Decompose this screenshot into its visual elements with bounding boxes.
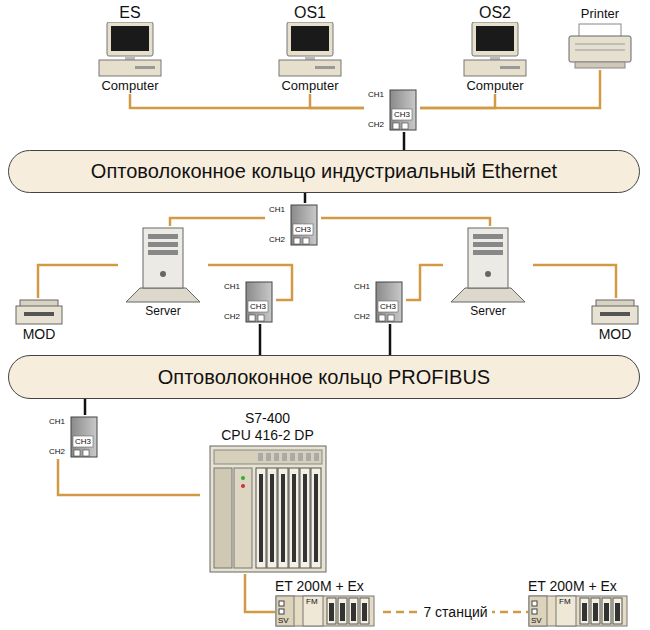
computer-name: OS1 <box>294 4 326 22</box>
plc-rack-icon <box>208 444 328 574</box>
channel-label: CH1 <box>354 282 370 292</box>
station-modules: FM SV <box>528 595 628 627</box>
network-cable <box>406 265 443 300</box>
channel-label: CH1 <box>368 90 384 100</box>
module-label: FM <box>306 597 318 607</box>
plc-node: S7-400CPU 416-2 DP <box>200 410 335 574</box>
channel-label: CH2 <box>49 447 65 457</box>
computer-icon <box>275 22 345 78</box>
network-cable <box>38 265 118 298</box>
server-node: Server <box>443 226 533 319</box>
optical-link-module: CH1CH3CH2 <box>350 280 406 324</box>
printer-node: Printer <box>562 6 638 70</box>
server-label: Server <box>145 304 180 319</box>
module-label: FM <box>559 597 571 607</box>
computer-icon <box>460 22 530 78</box>
channel-label: CH2 <box>368 120 384 130</box>
mod-label: MOD <box>599 326 632 343</box>
channel-label: CH2 <box>224 312 240 322</box>
optical-link-module: CH1CH3CH2 <box>45 415 101 459</box>
fiber-link <box>84 399 87 415</box>
network-cable <box>58 459 200 495</box>
channel-label: CH2 <box>354 312 370 322</box>
computer-label: Computer <box>101 78 158 94</box>
printer-icon <box>565 22 635 70</box>
network-cable <box>130 94 364 108</box>
plc-name: S7-400 <box>245 410 290 427</box>
remote-io-station: ET 200M + Ex FM SV <box>528 578 644 627</box>
mod-label: MOD <box>23 326 56 343</box>
optical-link-module: CH1CH3CH2 <box>220 280 276 324</box>
channel-label: CH3 <box>295 225 311 235</box>
fiber-link <box>389 324 392 355</box>
mod-drive-node: MOD <box>10 298 68 343</box>
station-name: ET 200M + Ex <box>275 578 383 595</box>
network-cable <box>245 574 275 612</box>
channel-label: CH1 <box>224 282 240 292</box>
computer-name: ES <box>119 4 140 22</box>
mod-drive-node: MOD <box>586 298 644 343</box>
channel-label: CH3 <box>75 437 91 447</box>
computer-node: ES Computer <box>85 4 175 94</box>
edge-label: 7 станций <box>419 604 491 621</box>
computer-name: OS2 <box>479 4 511 22</box>
channel-label: CH1 <box>269 205 285 215</box>
station-name: ET 200M + Ex <box>528 578 644 595</box>
computer-node: OS1Computer <box>265 4 355 94</box>
fiber-link <box>259 324 262 355</box>
optical-link-module: CH1CH3CH2 <box>364 88 420 132</box>
module-label: SV <box>278 616 289 626</box>
computer-icon <box>95 22 165 78</box>
network-cable <box>321 218 490 226</box>
fiber-link <box>403 132 406 150</box>
remote-io-station: ET 200M + Ex FM SV <box>275 578 383 627</box>
server-icon <box>443 226 533 304</box>
network-cable <box>310 94 364 108</box>
station-modules-icon <box>528 595 628 627</box>
mod-drive-icon <box>590 298 640 326</box>
ring-label: Оптоволоконное кольцо PROFIBUS <box>158 366 490 389</box>
server-icon <box>118 226 208 304</box>
mod-drive-icon <box>14 298 64 326</box>
channel-label: CH3 <box>250 302 266 312</box>
station-modules: FM SV <box>275 595 375 627</box>
network-cable <box>170 218 265 226</box>
channel-label: CH1 <box>49 417 65 427</box>
plc-cpu: CPU 416-2 DP <box>221 427 314 444</box>
ring-label: Оптоволоконное кольцо индустриальный Eth… <box>91 160 557 183</box>
channel-label: CH3 <box>380 302 396 312</box>
fiber-ring-band: Оптоволоконное кольцо индустриальный Eth… <box>8 150 640 193</box>
server-node: Server <box>118 226 208 319</box>
channel-label: CH3 <box>394 110 410 120</box>
network-cable <box>533 265 616 298</box>
station-modules-icon <box>275 595 375 627</box>
computer-label: Computer <box>281 78 338 94</box>
server-label: Server <box>470 304 505 319</box>
optical-link-module: CH1CH3CH2 <box>265 203 321 247</box>
module-label: SV <box>531 616 542 626</box>
fiber-ring-band: Оптоволоконное кольцо PROFIBUS <box>8 355 640 399</box>
fiber-link <box>304 193 307 203</box>
computer-node: OS2Computer <box>450 4 540 94</box>
computer-label: Computer <box>466 78 523 94</box>
printer-label: Printer <box>581 6 619 22</box>
network-cable <box>420 94 495 108</box>
channel-label: CH2 <box>269 235 285 245</box>
